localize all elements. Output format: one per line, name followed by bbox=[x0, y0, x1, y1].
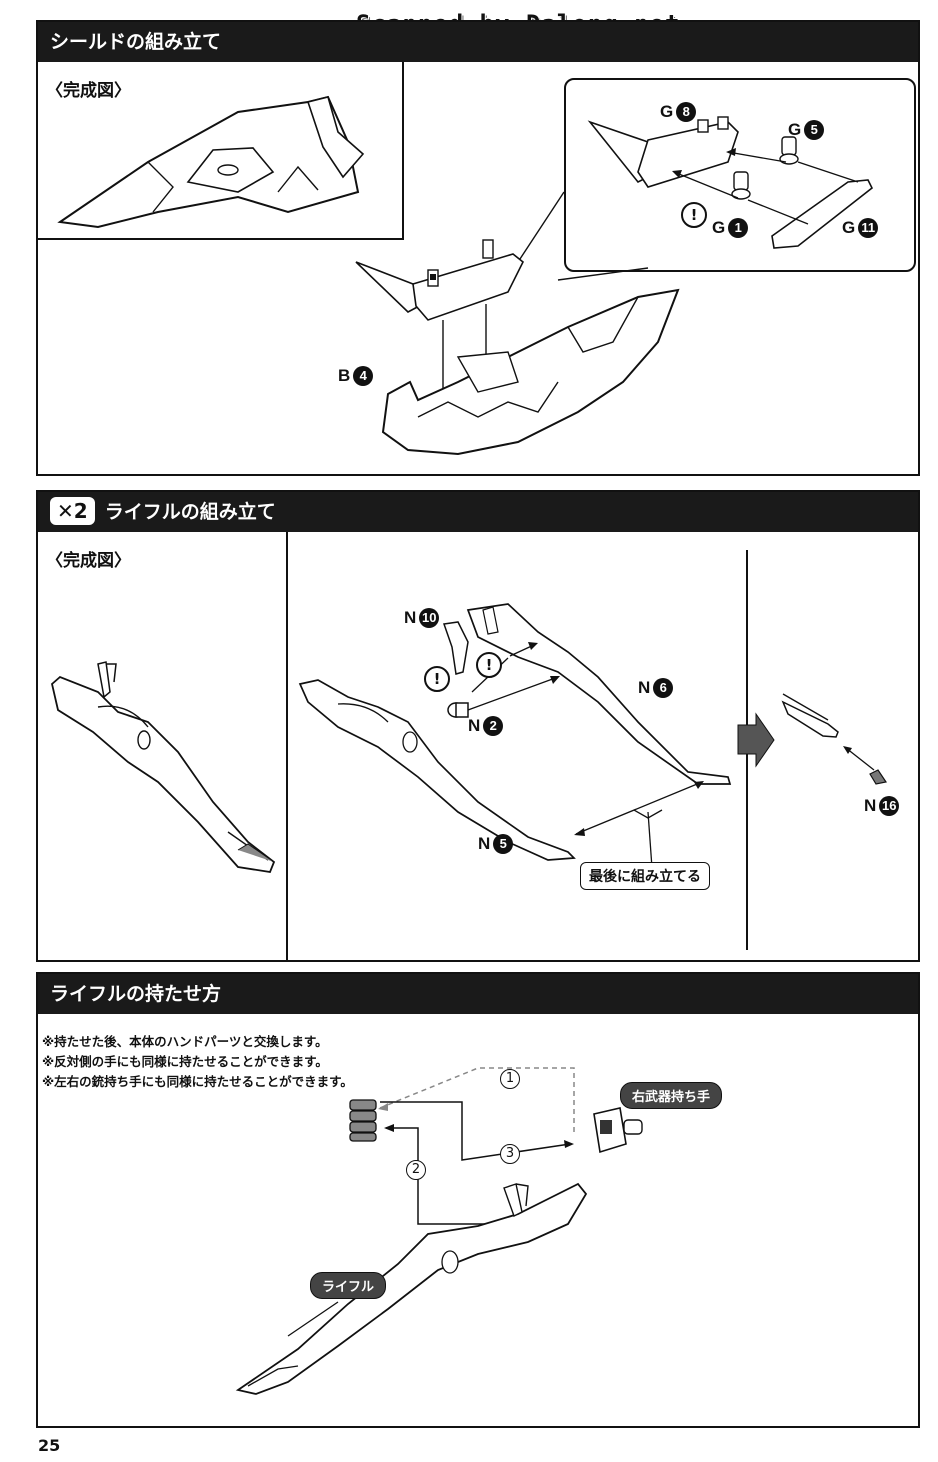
part-number: 6 bbox=[653, 678, 674, 698]
step-2-marker: 2 bbox=[406, 1160, 426, 1180]
shield-completed-view: 〈完成図〉 bbox=[38, 62, 404, 240]
caution-icon: ! bbox=[424, 666, 450, 692]
right-weapon-hand-label: 右武器持ち手 bbox=[620, 1082, 723, 1109]
part-number: 8 bbox=[676, 102, 697, 122]
rifle-holding-section-title: ライフルの持たせ方 bbox=[38, 974, 918, 1014]
part-number: 5 bbox=[493, 834, 514, 854]
part-letter: G bbox=[660, 102, 674, 121]
part-n16: N 16 bbox=[864, 796, 900, 816]
part-g11: G 11 bbox=[842, 218, 879, 238]
shield-section: シールドの組み立て 〈完成図〉 bbox=[36, 20, 920, 476]
note-line: ※反対側の手にも同様に持たせることができます。 bbox=[42, 1054, 328, 1069]
note-line: ※持たせた後、本体のハンドパーツと交換します。 bbox=[42, 1034, 328, 1049]
rifle-assembly-section-title: ✕2 ライフルの組み立て bbox=[38, 492, 918, 532]
part-number: 10 bbox=[419, 608, 440, 628]
part-letter: G bbox=[788, 120, 802, 139]
part-number: 16 bbox=[879, 796, 900, 816]
part-g1: G 1 bbox=[712, 218, 749, 238]
completed-label: 〈完成図〉 bbox=[46, 551, 131, 571]
step-1-marker: 1 bbox=[500, 1069, 520, 1089]
shield-detail-inset bbox=[564, 78, 916, 272]
note-line: ※左右の銃持ち手にも同様に持たせることができます。 bbox=[42, 1074, 353, 1089]
caution-icon: ! bbox=[476, 652, 502, 678]
part-b4: B 4 bbox=[338, 366, 374, 386]
completed-label: 〈完成図〉 bbox=[46, 81, 131, 101]
part-number: 11 bbox=[858, 218, 879, 238]
part-number: 4 bbox=[353, 366, 374, 386]
shield-assembly-illustration bbox=[355, 116, 874, 456]
part-letter: G bbox=[842, 218, 856, 237]
part-letter: N bbox=[404, 608, 417, 627]
shield-completed-illustration bbox=[57, 95, 365, 229]
part-n10: N 10 bbox=[404, 608, 440, 628]
part-letter: G bbox=[712, 218, 726, 237]
rifle-assembly-title: ライフルの組み立て bbox=[104, 501, 276, 523]
part-letter: N bbox=[864, 796, 877, 815]
part-letter: N bbox=[638, 678, 651, 697]
assemble-last-callout: 最後に組み立てる bbox=[580, 862, 710, 890]
quantity-badge: ✕2 bbox=[50, 497, 95, 525]
caution-icon: ! bbox=[681, 202, 707, 228]
step-3-marker: 3 bbox=[500, 1144, 520, 1164]
rifle-completed-illustration bbox=[51, 661, 276, 873]
part-n5: N 5 bbox=[478, 834, 514, 854]
part-letter: B bbox=[338, 366, 351, 385]
part-number: 2 bbox=[483, 716, 504, 736]
page-number: 25 bbox=[38, 1436, 61, 1455]
part-n6: N 6 bbox=[638, 678, 674, 698]
rifle-label: ライフル bbox=[310, 1272, 387, 1299]
part-g5: G 5 bbox=[788, 120, 825, 140]
part-letter: N bbox=[468, 716, 481, 735]
shield-section-title: シールドの組み立て bbox=[38, 22, 918, 62]
rifle-assembly-section: ✕2 ライフルの組み立て 〈完成図〉 bbox=[36, 490, 920, 962]
part-number: 5 bbox=[804, 120, 825, 140]
part-g8: G 8 bbox=[660, 102, 697, 122]
part-n2: N 2 bbox=[468, 716, 504, 736]
part-letter: N bbox=[478, 834, 491, 853]
rifle-holding-section: ライフルの持たせ方 ※持たせた後、本体のハンドパーツと交換します。 ※反対側の手… bbox=[36, 972, 920, 1428]
rifle-holding-illustration bbox=[235, 1067, 643, 1395]
part-number: 1 bbox=[728, 218, 749, 238]
rifle-assembly-illustration bbox=[298, 603, 887, 869]
rifle-completed-view: 〈完成図〉 bbox=[38, 532, 288, 960]
